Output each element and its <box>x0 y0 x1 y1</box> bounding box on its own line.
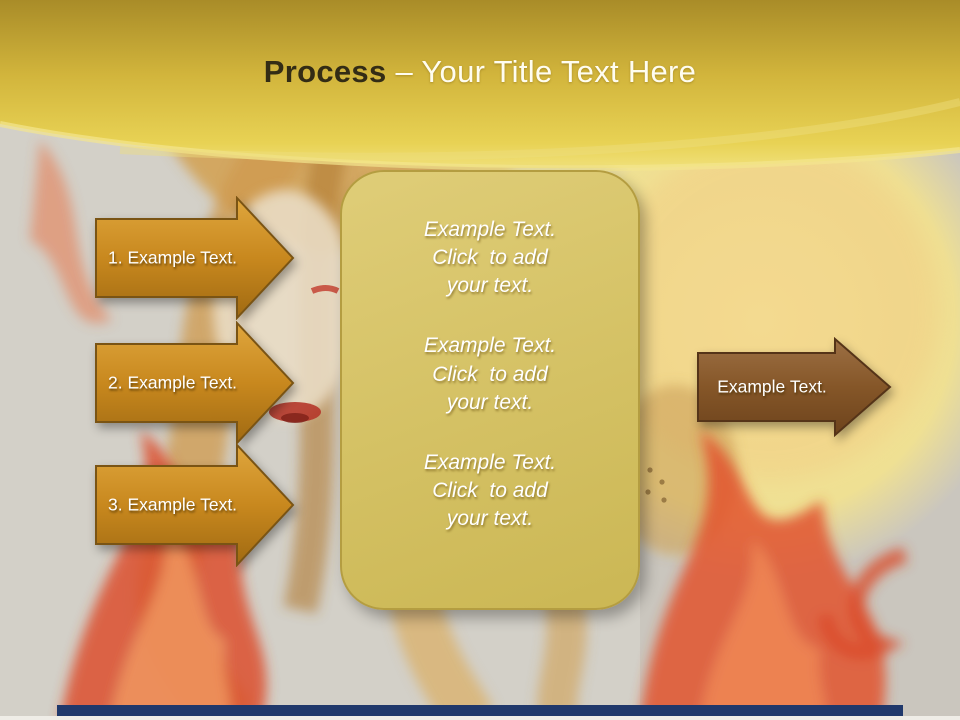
arrow-shape <box>95 321 295 445</box>
arrow-shape <box>95 196 295 320</box>
output-arrow-label: Example Text. <box>717 376 827 397</box>
process-step-2-label: 2. Example Text. <box>108 372 238 393</box>
process-step-arrow-2: 2. Example Text. <box>95 321 295 445</box>
output-arrow: Example Text. <box>697 337 892 437</box>
slide-bottom-edge <box>0 716 960 720</box>
arrow-shape <box>95 443 295 567</box>
process-step-arrow-3: 3. Example Text. <box>95 443 295 567</box>
content-paragraph-3: Example Text. Click to add your text. <box>423 450 557 530</box>
process-step-arrow-1: 1. Example Text. <box>95 196 295 320</box>
title-emphasis: Process <box>263 54 387 89</box>
process-step-1-label: 1. Example Text. <box>108 247 238 268</box>
content-box: Example Text. Click to add your text. Ex… <box>340 170 640 610</box>
content-paragraph-1: Example Text. Click to add your text. <box>423 218 557 298</box>
footer-bar <box>57 705 903 716</box>
title-text: – Your Title Text Here <box>395 54 697 89</box>
slide-title: Process– Your Title Text Here <box>0 54 960 90</box>
content-paragraph-2: Example Text. Click to add your text. <box>423 334 557 414</box>
arrow-shape <box>697 337 892 437</box>
process-step-3-label: 3. Example Text. <box>108 494 238 515</box>
